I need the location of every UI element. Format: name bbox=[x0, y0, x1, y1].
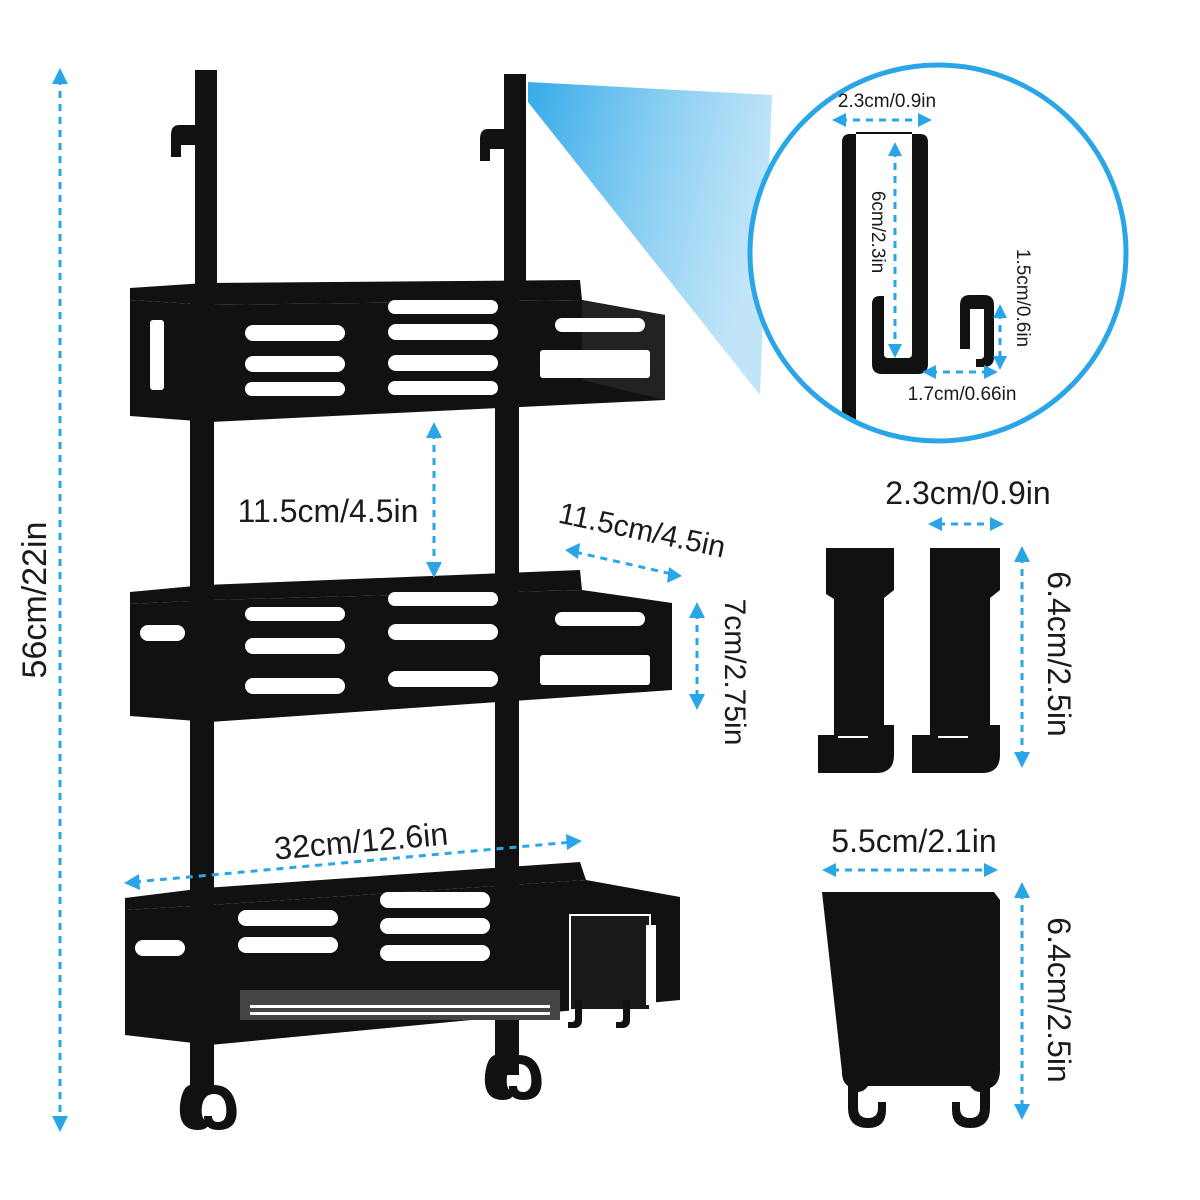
over-door-shelf-rack bbox=[125, 70, 680, 1130]
total-height-dimension bbox=[52, 68, 68, 1132]
wide-hook-width-label: 5.5cm/2.1in bbox=[831, 823, 996, 859]
shelf-width-label: 32cm/12.6in bbox=[273, 816, 450, 867]
hook-inner-height-label: 6cm/2.3in bbox=[867, 191, 888, 273]
wide-hook-height-label: 6.4cm/2.5in bbox=[1041, 917, 1077, 1082]
door-hook-width-dimension bbox=[928, 517, 1004, 531]
door-hook-width-label: 2.3cm/0.9in bbox=[885, 475, 1050, 511]
door-hook-height-label: 6.4cm/2.5in bbox=[1041, 571, 1077, 736]
magnifier-callout bbox=[747, 62, 1129, 444]
shelf-spacing-label: 11.5cm/4.5in bbox=[238, 493, 419, 529]
total-height-label: 56cm/22in bbox=[16, 522, 54, 679]
shelf-height-label: 7cm/2.75in bbox=[718, 599, 751, 746]
hook-closeup bbox=[842, 132, 928, 432]
hook-bottom-width-label: 1.7cm/0.66in bbox=[908, 384, 1017, 405]
door-hook-height-dimension bbox=[1014, 546, 1030, 768]
wide-hook-width-dimension bbox=[822, 863, 998, 877]
wide-door-hook bbox=[822, 892, 1000, 1128]
shelf-depth-dimension bbox=[565, 543, 682, 583]
magnifier-beam bbox=[528, 82, 772, 395]
door-hook-pair bbox=[818, 548, 1000, 773]
shelf-top bbox=[130, 280, 665, 422]
bottom-right-hooks bbox=[484, 1045, 542, 1100]
shelf-width-dimension bbox=[124, 834, 582, 890]
wide-hook-height-dimension bbox=[1014, 882, 1030, 1120]
bottom-left-hooks bbox=[179, 1075, 237, 1130]
right-top-hook bbox=[480, 74, 526, 285]
shelf-bottom bbox=[125, 862, 680, 1045]
hook-lip-height-label: 1.5cm/0.6in bbox=[1012, 249, 1033, 347]
shelf-height-dimension bbox=[689, 602, 705, 710]
left-top-hook bbox=[171, 70, 217, 285]
hook-top-width-label: 2.3cm/0.9in bbox=[838, 91, 936, 112]
shelf-spacing-dimension bbox=[426, 422, 442, 578]
shelf-middle bbox=[130, 570, 672, 722]
